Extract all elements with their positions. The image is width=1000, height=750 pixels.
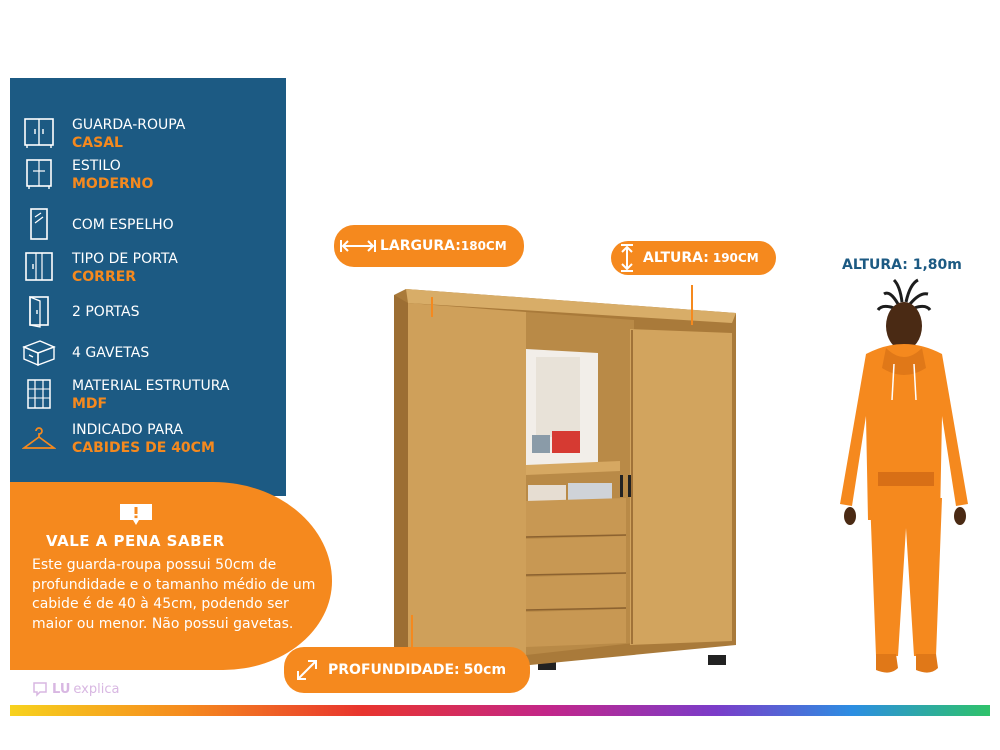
note-title: VALE A PENA SABER [46,532,225,550]
hanger-icon [22,427,56,449]
feature-label: 2 PORTAS [72,304,140,320]
feature-label: GUARDA-ROUPA [72,117,186,133]
width-label: LARGURA: [380,238,461,254]
structure-icon [27,379,51,409]
feature-value: MODERNO [72,176,154,192]
door-type-icon [25,252,53,281]
depth-value: 50cm [463,662,507,678]
feature-value: CABIDES DE 40CM [72,440,215,456]
rainbow-bar [10,705,990,716]
depth-label: PROFUNDIDADE: [328,662,460,678]
feature-wardrobe: GUARDA-ROUPA CASAL [22,116,185,152]
person-illustration [840,278,968,673]
features-panel [10,78,286,496]
height-label: ALTURA: [643,250,709,266]
brand-lu: LU [52,681,71,697]
alert-icon [120,504,152,525]
door-icon [29,296,49,328]
brand-icon [33,682,47,697]
feature-hanger: INDICADO PARA CABIDES DE 40CM [22,421,215,457]
height-callout: ALTURA: 190CM [611,241,776,275]
brand-explica: explica [73,681,120,697]
drawers-icon [22,340,56,367]
lu-explica-logo: LU explica [32,681,119,697]
feature-material: MATERIAL ESTRUTURA MDF [22,377,229,413]
feature-label: MATERIAL ESTRUTURA [72,378,230,394]
wardrobe-icon [24,118,54,148]
feature-value: CASAL [72,135,123,151]
mirror-icon [30,208,48,240]
note-box [10,482,332,670]
feature-value: CORRER [72,269,137,285]
cabinet-icon [26,159,52,189]
feature-door-type: TIPO DE PORTA CORRER [22,250,178,286]
width-value: 180CM [460,239,507,253]
feature-style: ESTILO MODERNO [22,157,153,193]
height-value: 190CM [712,251,759,265]
feature-label: TIPO DE PORTA [72,251,178,267]
feature-mirror: COM ESPELHO [22,207,174,241]
depth-callout: PROFUNDIDADE: 50cm [284,647,530,693]
height-arrow-icon [621,244,633,272]
person-height-label: ALTURA: 1,80m [842,257,962,273]
feature-label: ESTILO [72,158,121,174]
feature-value: MDF [72,396,108,412]
width-callout: LARGURA: 180CM [334,225,524,267]
feature-doors: 2 PORTAS [22,294,139,328]
feature-label: 4 GAVETAS [72,345,150,361]
note-text: Este guarda-roupa possui 50cm de profund… [32,557,316,632]
feature-label: COM ESPELHO [72,217,174,233]
wardrobe-illustration [394,285,736,677]
feature-label: INDICADO PARA [72,422,183,438]
feature-drawers: 4 GAVETAS [22,335,149,369]
width-arrow-icon [340,240,376,252]
depth-arrow-icon [297,660,317,680]
